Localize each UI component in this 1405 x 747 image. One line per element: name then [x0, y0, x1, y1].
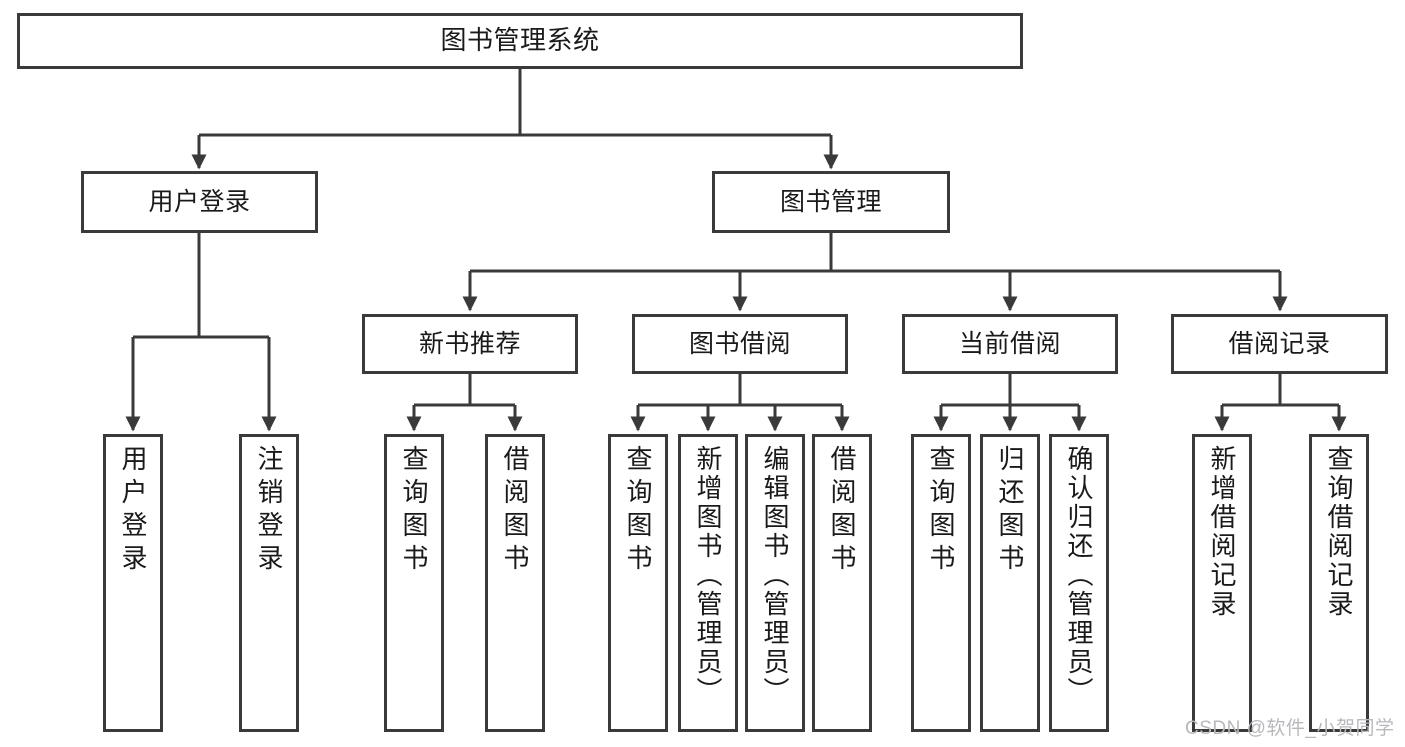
node-new-book-recommend[interactable]: 新书推荐 — [362, 314, 578, 374]
leaf-current-borrow-query[interactable]: 查询图书 — [911, 434, 971, 732]
node-label: 查询图书 — [926, 445, 956, 577]
node-label: 图书管理 — [779, 187, 882, 216]
node-label: 查询借阅记录 — [1324, 445, 1354, 619]
leaf-user-login-logout[interactable]: 注销登录 — [239, 434, 299, 732]
node-label: 新增借阅记录 — [1207, 445, 1237, 619]
leaf-book-borrow-add[interactable]: 新增图书（管理员） — [678, 434, 738, 732]
leaf-new-book-query[interactable]: 查询图书 — [384, 434, 444, 732]
node-label: 注销登录 — [254, 445, 284, 577]
node-label: 新书推荐 — [418, 329, 521, 358]
node-label: 借阅图书 — [827, 445, 857, 577]
node-current-borrow[interactable]: 当前借阅 — [902, 314, 1118, 374]
leaf-borrow-record-add[interactable]: 新增借阅记录 — [1192, 434, 1252, 732]
node-label: 查询图书 — [623, 445, 653, 577]
node-book-manage[interactable]: 图书管理 — [712, 171, 950, 233]
node-root-system[interactable]: 图书管理系统 — [17, 13, 1023, 69]
leaf-user-login-login[interactable]: 用户登录 — [103, 434, 163, 732]
leaf-current-borrow-confirm[interactable]: 确认归还（管理员） — [1049, 434, 1109, 732]
node-label: 借阅图书 — [500, 445, 530, 577]
node-label: 归还图书 — [995, 445, 1025, 577]
node-label: 图书管理系统 — [440, 25, 600, 56]
leaf-new-book-borrow[interactable]: 借阅图书 — [485, 434, 545, 732]
node-borrow-record[interactable]: 借阅记录 — [1171, 314, 1388, 374]
leaf-current-borrow-return[interactable]: 归还图书 — [980, 434, 1040, 732]
node-user-login[interactable]: 用户登录 — [81, 171, 318, 233]
node-label: 确认归还（管理员） — [1064, 445, 1094, 706]
leaf-borrow-record-query[interactable]: 查询借阅记录 — [1309, 434, 1369, 732]
node-label: 用户登录 — [148, 187, 251, 216]
node-label: 编辑图书（管理员） — [760, 445, 790, 706]
node-label: 借阅记录 — [1228, 329, 1331, 358]
node-label: 用户登录 — [118, 445, 148, 577]
node-label: 新增图书（管理员） — [693, 445, 723, 706]
node-label: 当前借阅 — [958, 329, 1061, 358]
node-label: 查询图书 — [399, 445, 429, 577]
leaf-book-borrow-borrow[interactable]: 借阅图书 — [812, 434, 872, 732]
leaf-book-borrow-edit[interactable]: 编辑图书（管理员） — [745, 434, 805, 732]
leaf-book-borrow-query[interactable]: 查询图书 — [608, 434, 668, 732]
watermark: CSDN @软件_小贺同学 — [1185, 718, 1395, 739]
node-book-borrow[interactable]: 图书借阅 — [632, 314, 848, 374]
node-label: 图书借阅 — [688, 329, 791, 358]
